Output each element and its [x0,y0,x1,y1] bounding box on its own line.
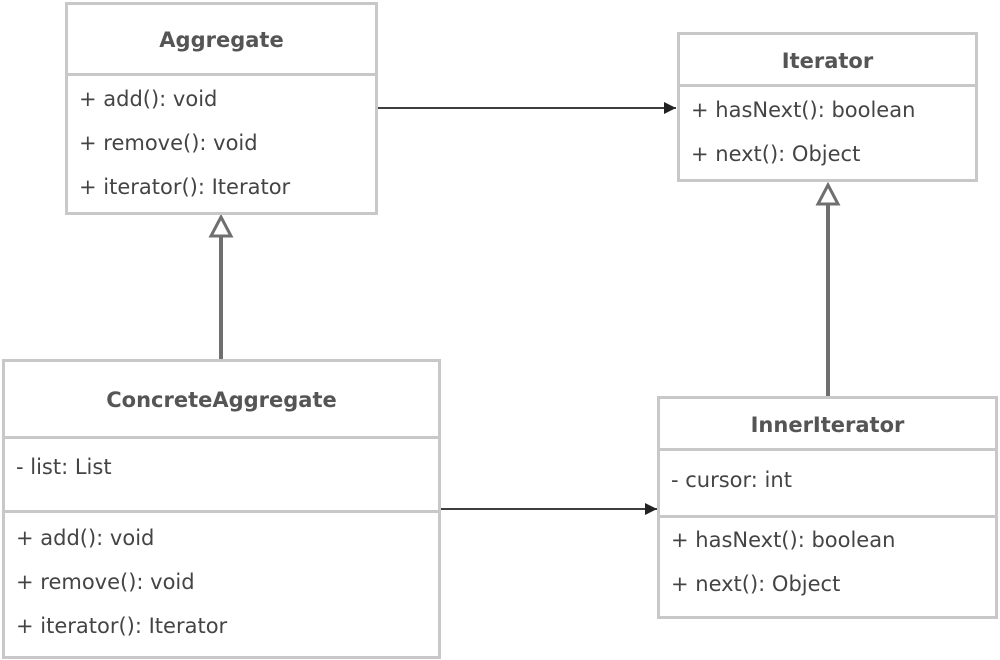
realization-arrowhead-aggregate [208,213,234,238]
method-next: + next(): Object [671,572,841,596]
class-aggregate-methods: + add(): void + remove(): void + iterato… [68,76,375,209]
class-iterator-name: Iterator [680,35,975,87]
method-remove: + remove(): void [79,131,258,155]
attribute-list: - list: List [16,455,112,479]
class-inneriterator-name: InnerIterator [660,399,995,451]
method-iterator: + iterator(): Iterator [16,614,228,638]
class-concreteaggregate-methods: + add(): void + remove(): void + iterato… [5,513,438,648]
class-inneriterator[interactable]: InnerIterator - cursor: int + hasNext():… [657,396,998,619]
class-inneriterator-attributes: - cursor: int [660,451,995,518]
method-iterator: + iterator(): Iterator [79,175,291,199]
class-concreteaggregate[interactable]: ConcreteAggregate - list: List + add(): … [2,359,441,659]
class-aggregate-name: Aggregate [68,5,375,76]
method-hasnext: + hasNext(): boolean [691,98,916,122]
attribute-cursor: - cursor: int [671,468,792,492]
class-inneriterator-methods: + hasNext(): boolean + next(): Object [660,518,995,606]
class-concreteaggregate-name: ConcreteAggregate [5,362,438,439]
class-concreteaggregate-attributes: - list: List [5,439,438,513]
class-iterator[interactable]: Iterator + hasNext(): boolean + next(): … [677,32,978,182]
method-hasnext: + hasNext(): boolean [671,528,896,552]
method-add: + add(): void [79,87,218,111]
method-add: + add(): void [16,526,155,550]
realization-arrowhead-iterator [815,181,841,206]
class-iterator-methods: + hasNext(): boolean + next(): Object [680,87,975,176]
class-aggregate[interactable]: Aggregate + add(): void + remove(): void… [65,2,378,215]
method-next: + next(): Object [691,142,861,166]
method-remove: + remove(): void [16,570,195,594]
